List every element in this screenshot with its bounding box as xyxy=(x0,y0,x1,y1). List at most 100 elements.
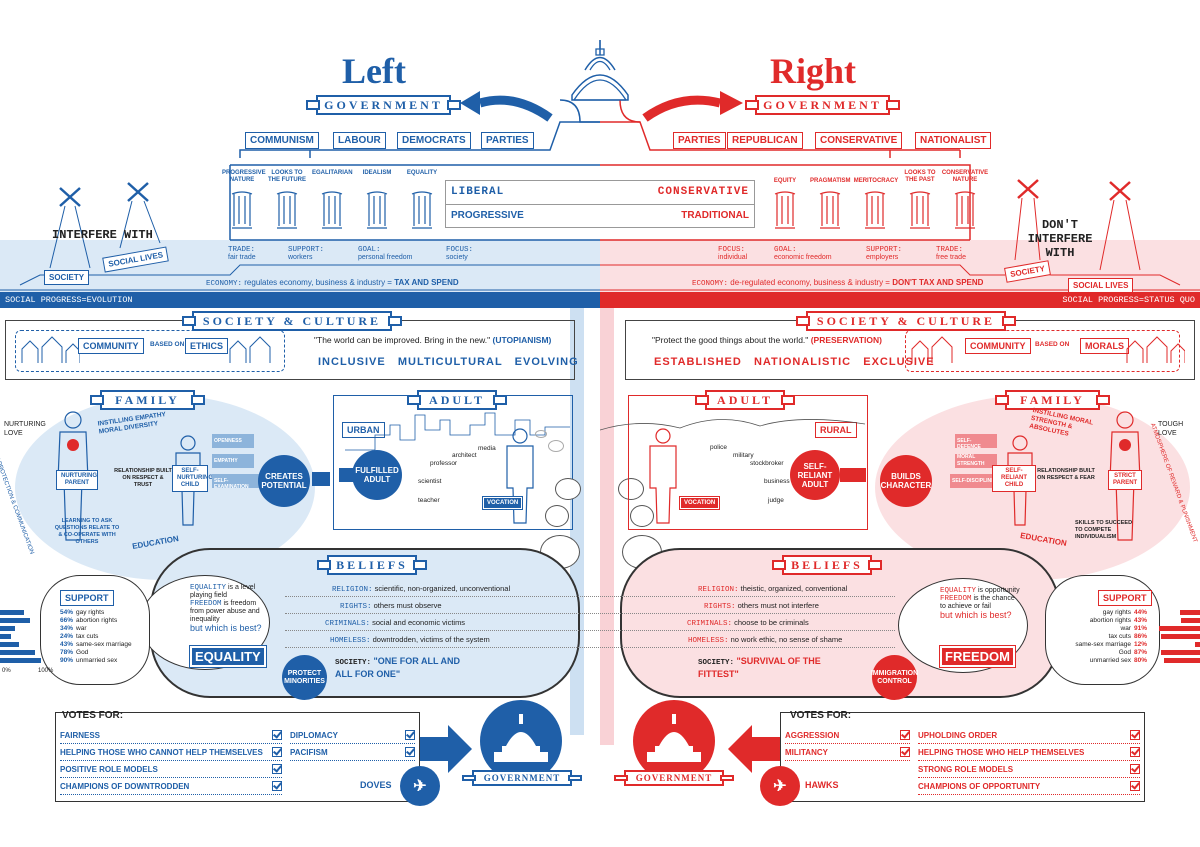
left-society-culture-banner: SOCIETY & CULTURE xyxy=(182,311,402,331)
bubble-link xyxy=(555,478,581,500)
self-reliant-child-label: SELF-RELIANT CHILD xyxy=(992,465,1036,492)
vote-row: HELPING THOSE WHO HELP THEMSELVES xyxy=(918,744,1140,761)
social-progress-label: SOCIAL PROGRESS=STATUS QUO xyxy=(1062,295,1195,305)
fulfilled-arrow xyxy=(339,468,353,482)
vote-row: FAIRNESS xyxy=(60,727,282,744)
vote-label: MILITANCY xyxy=(785,747,828,757)
right-votes-heading: VOTES FOR: xyxy=(790,710,852,721)
belief-value: scientific, non-organized, unconventiona… xyxy=(374,584,511,593)
checkbox-icon[interactable] xyxy=(405,747,415,757)
belief-key: RIGHTS: xyxy=(340,603,372,611)
strict-parent-label: STRICT PARENT xyxy=(1108,470,1142,490)
eq-value: is freedom from power abuse and inequali… xyxy=(190,600,260,623)
left-axis-0: 0% xyxy=(2,668,11,674)
left-pillars: PROGRESSIVE NATURE LOOKS TO THE FUTURE E… xyxy=(222,170,442,232)
job-architect: architect xyxy=(452,452,477,459)
left-column-icons xyxy=(231,191,433,229)
belief-key: RIGHTS: xyxy=(704,603,736,611)
arrow-moral-strength: MORAL STRENGTH xyxy=(955,454,997,468)
support-topic: war xyxy=(76,624,87,632)
right-houses-icon-2 xyxy=(1126,336,1185,363)
eq-value: is opportunity xyxy=(977,587,1020,594)
right-community-box xyxy=(905,330,1180,372)
right-community-label: COMMUNITY xyxy=(965,338,1031,354)
support-row: 78%God xyxy=(0,648,150,656)
checkbox-icon[interactable] xyxy=(272,781,282,791)
beliefs-row-left: HOMELESS: downtrodden, victims of the sy… xyxy=(330,635,490,645)
checkbox-icon[interactable] xyxy=(272,730,282,740)
belief-value: downtrodden, victims of the system xyxy=(372,635,490,644)
vote-row: AGGRESSION xyxy=(785,727,910,744)
left-votes-heading: VOTES FOR: xyxy=(62,710,124,721)
party-labour: LABOUR xyxy=(333,132,386,149)
checkbox-icon[interactable] xyxy=(1130,730,1140,740)
pillar-label: EQUITY xyxy=(773,178,797,184)
urban-label: URBAN xyxy=(342,422,385,438)
self-nurturing-child-label: SELF-NURTURING CHILD xyxy=(172,465,213,492)
support-percent: 12% xyxy=(1133,640,1147,648)
checkbox-icon[interactable] xyxy=(1130,747,1140,757)
checkbox-icon[interactable] xyxy=(1130,764,1140,774)
checkbox-icon[interactable] xyxy=(405,730,415,740)
party-parties-label: PARTIES xyxy=(481,132,534,149)
checkbox-icon[interactable] xyxy=(272,747,282,757)
conservative-label: CONSERVATIVE xyxy=(657,186,749,198)
checkbox-icon[interactable] xyxy=(900,730,910,740)
creates-potential-circle: CREATES POTENTIAL xyxy=(258,455,310,507)
vote-row: PACIFISM xyxy=(290,744,415,761)
right-pipe xyxy=(600,305,614,745)
support-percent: 80% xyxy=(1133,656,1147,664)
job-judge: judge xyxy=(768,497,784,504)
arrow-openness: OPENNESS xyxy=(212,434,254,448)
adult-figure-icon xyxy=(649,428,677,524)
left-social-progress-bar: SOCIAL PROGRESS=EVOLUTION xyxy=(0,292,600,308)
pillar-label: EQUALITY xyxy=(406,170,438,176)
belief-key: HOMELESS: xyxy=(688,637,729,645)
support-percent: 66% xyxy=(60,616,74,624)
support-bar xyxy=(1161,649,1200,655)
checkbox-icon[interactable] xyxy=(900,747,910,757)
left-interfere-signs xyxy=(49,182,161,269)
beliefs-row-right: RIGHTS: others must not interfere xyxy=(704,601,819,611)
eq-key: EQUALITY xyxy=(190,584,227,592)
job-military: military xyxy=(733,452,754,459)
society-key: SOCIETY: xyxy=(335,659,372,667)
support-topic: God xyxy=(1118,648,1131,656)
left-quote: "The world can be improved. Bring in the… xyxy=(314,335,551,345)
spectrum-box: LIBERAL CONSERVATIVE PROGRESSIVE TRADITI… xyxy=(445,180,755,228)
right-family-banner: FAMILY xyxy=(995,390,1110,410)
left-based-on: BASED ON xyxy=(150,341,185,348)
party-nationalist: NATIONALIST xyxy=(915,132,992,149)
support-percent: 43% xyxy=(60,640,74,648)
right-economy: ECONOMY: de-regulated economy, business … xyxy=(692,278,983,288)
support-row: 90%unmarried sex xyxy=(0,656,150,664)
belief-key: RELIGION: xyxy=(698,586,739,594)
vote-label: PACIFISM xyxy=(290,747,328,757)
support-percent: 86% xyxy=(1133,632,1147,640)
right-column-icons xyxy=(774,191,976,229)
vote-row: POSITIVE ROLE MODELS xyxy=(60,761,282,778)
pillar-label: CONSERVATIVE NATURE xyxy=(941,170,989,183)
right-pillars: EQUITY PRAGMATISM MERITOCRACY LOOKS TO T… xyxy=(765,170,988,232)
info-key: FOCUS: xyxy=(446,246,474,254)
left-axis-100: 100% xyxy=(38,668,54,674)
right-government-banner: GOVERNMENT xyxy=(745,95,900,115)
beliefs-row-right: HOMELESS: no work ethic, no sense of sha… xyxy=(688,635,842,645)
doves-label: DOVES xyxy=(360,780,392,790)
hawks-label: HAWKS xyxy=(805,780,839,790)
checkbox-icon[interactable] xyxy=(272,764,282,774)
right-social-lives-sign: SOCIAL LIVES xyxy=(1068,278,1134,293)
checkbox-icon[interactable] xyxy=(1130,781,1140,791)
belief-key: RELIGION: xyxy=(332,586,373,594)
support-bar xyxy=(0,625,15,631)
eq-key: FREEDOM xyxy=(940,595,972,603)
arrow-self-defence: SELF-DEFENCE xyxy=(955,434,997,450)
support-bar xyxy=(0,633,11,639)
support-percent: 91% xyxy=(1133,624,1147,632)
left-ethics-label: ETHICS xyxy=(185,338,229,354)
capitol-icon xyxy=(494,714,548,762)
